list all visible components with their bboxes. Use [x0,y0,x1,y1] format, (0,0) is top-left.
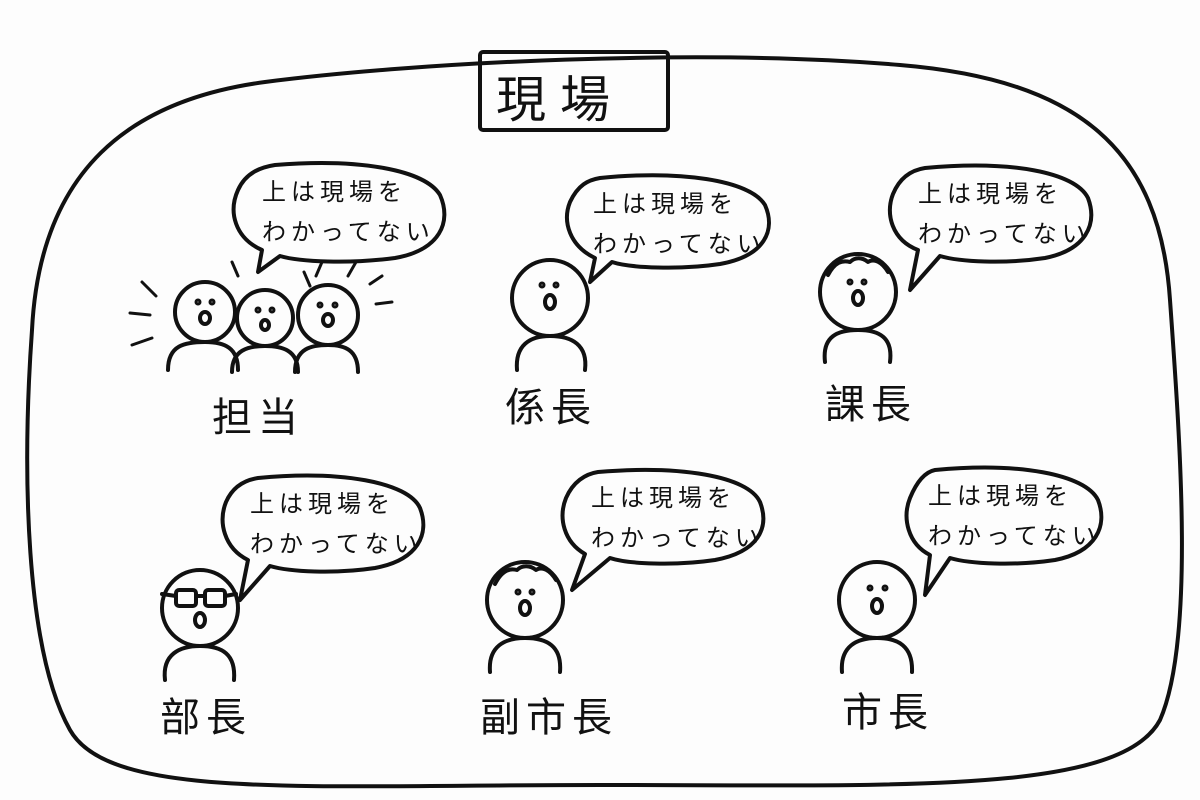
speech-text: 上は現場を わかってない [591,478,764,558]
speech-line: わかってない [593,230,766,258]
speech-line: わかってない [591,524,764,552]
role-label-kacho: 課長 [825,382,917,428]
speech-line: 上は現場を [918,180,1063,208]
burst-lines-icon [128,260,394,347]
figure-group-bucho [160,473,426,682]
role-label-shicho: 市長 [842,690,934,736]
speech-text: 上は現場を わかってない [918,174,1091,254]
speech-text: 上は現場を わかってない [262,172,435,252]
speech-text: 上は現場を わかってない [928,476,1101,556]
person-icon [485,560,565,674]
speech-line: 上は現場を [250,490,395,518]
person-icon [160,568,240,682]
speech-line: わかってない [928,522,1101,550]
speech-bubble [904,465,1104,597]
speech-line: 上は現場を [591,484,736,512]
person-icon [837,560,917,674]
figure-group-fukushicho [485,467,766,674]
role-label-kakaricho: 係長 [505,385,597,431]
page-title: 現場 [496,71,624,129]
speech-bubble [887,163,1094,292]
speech-line: わかってない [250,530,423,558]
role-label-tanto: 担当 [212,395,304,441]
outer-blob-outline [25,55,1184,789]
speech-bubble [565,173,771,284]
speech-bubble [220,473,426,602]
speech-bubble [231,161,447,274]
figure-group-shicho [837,465,1104,674]
speech-bubble [560,467,766,592]
speech-line: 上は現場を [593,190,738,218]
title-box [478,50,670,132]
role-label-bucho: 部長 [160,695,252,741]
person-icon [818,252,898,364]
speech-text: 上は現場を わかってない [250,484,423,564]
figure-group-kacho [818,163,1094,364]
speech-text: 上は現場を わかってない [593,184,766,264]
speech-line: 上は現場を [928,482,1073,510]
person-icon [166,280,240,372]
figure-group-tanto [128,161,447,374]
figure-group-kakaricho [510,173,771,372]
role-label-fukushicho: 副市長 [480,695,618,741]
person-icon [510,258,590,372]
speech-line: 上は現場を [262,178,407,206]
speech-line: わかってない [918,220,1091,248]
person-icon [293,283,360,374]
person-icon [230,288,300,374]
speech-line: わかってない [262,218,435,246]
